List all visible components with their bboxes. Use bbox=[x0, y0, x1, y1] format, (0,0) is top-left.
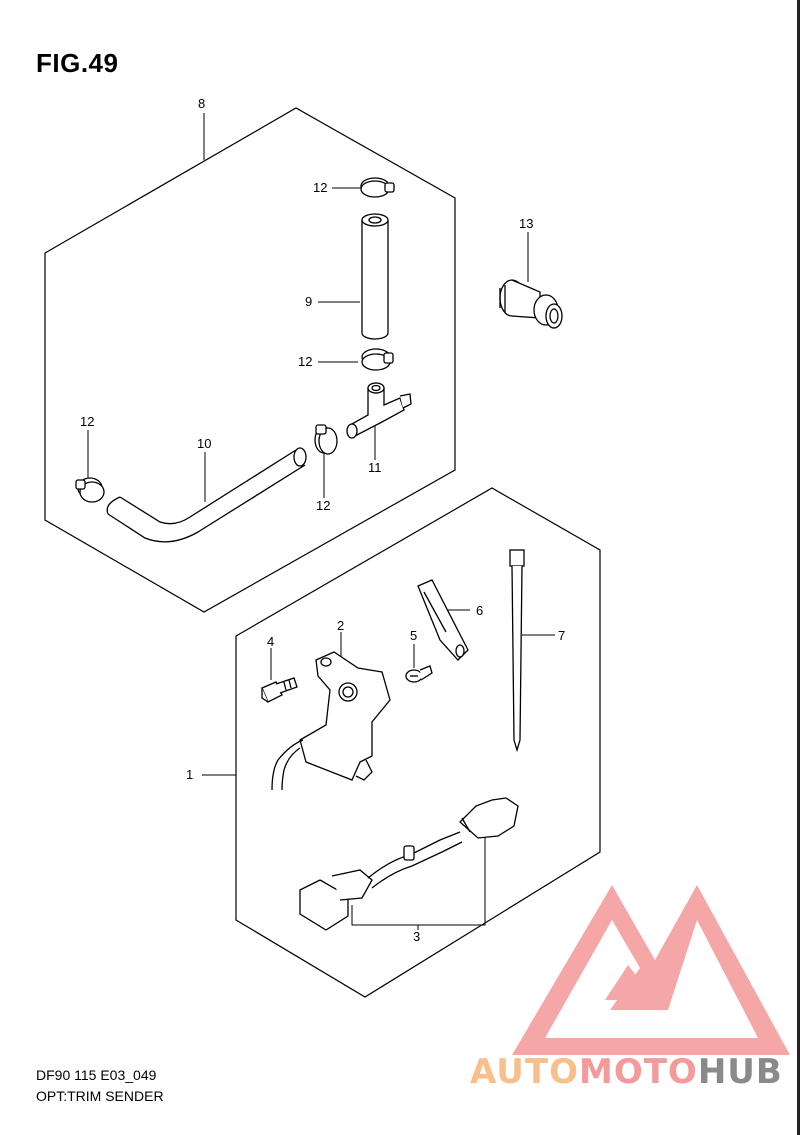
callout-7: 7 bbox=[558, 628, 565, 643]
callout-2: 2 bbox=[337, 618, 344, 633]
callout-1: 1 bbox=[186, 767, 193, 782]
hose-clamp-12-lower bbox=[314, 424, 338, 455]
plug-13 bbox=[499, 279, 563, 329]
trim-sender-2 bbox=[271, 651, 391, 791]
callout-12-top: 12 bbox=[313, 180, 327, 195]
hose-10 bbox=[106, 447, 307, 543]
kit-outline-8 bbox=[44, 107, 456, 613]
watermark-logo bbox=[512, 885, 790, 1055]
hose-clamp-12-left bbox=[75, 477, 105, 503]
cable-clip-6 bbox=[417, 579, 469, 661]
cable-tie-7 bbox=[509, 549, 525, 753]
screw-5 bbox=[405, 665, 433, 683]
callout-8: 8 bbox=[198, 96, 205, 111]
hose-clamp-12-top bbox=[360, 177, 395, 198]
callout-5: 5 bbox=[410, 628, 417, 643]
hose-9 bbox=[361, 213, 389, 340]
callout-12-left: 12 bbox=[80, 414, 94, 429]
callout-10: 10 bbox=[197, 436, 211, 451]
leader-lines bbox=[87, 113, 555, 930]
figure-title: FIG.49 bbox=[36, 48, 119, 78]
watermark-moto: MOTO bbox=[578, 1052, 698, 1092]
callout-12-lower: 12 bbox=[316, 498, 330, 513]
callout-9: 9 bbox=[305, 294, 312, 309]
t-joint-11 bbox=[346, 382, 412, 439]
bolt-4 bbox=[261, 677, 298, 703]
page-border bbox=[797, 0, 800, 1135]
callout-4: 4 bbox=[267, 634, 274, 649]
kit-outline-1 bbox=[235, 487, 601, 998]
callout-3: 3 bbox=[413, 929, 420, 944]
callout-6: 6 bbox=[476, 603, 483, 618]
callout-11: 11 bbox=[368, 460, 382, 475]
hose-clamp-12-middle bbox=[361, 348, 394, 371]
watermark-text: AUTOMOTOHUB bbox=[470, 1052, 783, 1092]
figure-code: DF90 115 E03_049 bbox=[36, 1067, 157, 1083]
watermark-hub: HUB bbox=[697, 1052, 783, 1092]
callout-13: 13 bbox=[519, 216, 533, 231]
harness-3 bbox=[299, 797, 519, 931]
figure-name: OPT:TRIM SENDER bbox=[36, 1088, 164, 1104]
watermark-auto: AUTO bbox=[470, 1052, 579, 1092]
callout-12-middle: 12 bbox=[298, 354, 312, 369]
